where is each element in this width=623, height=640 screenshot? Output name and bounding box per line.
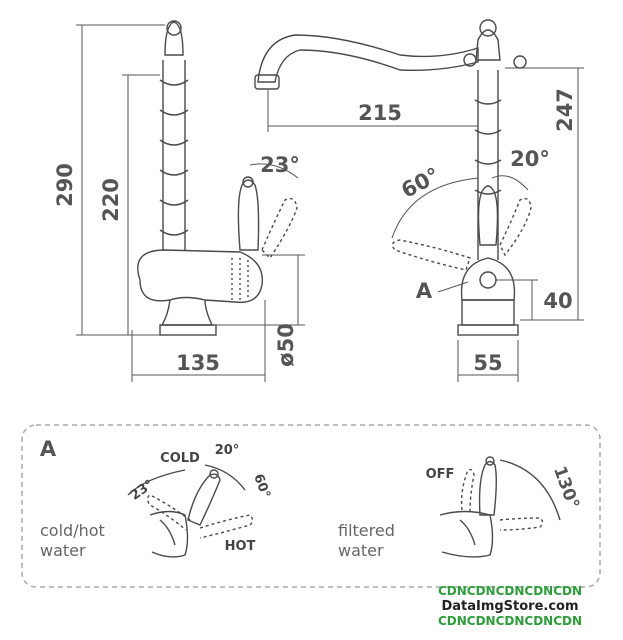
front-base-plate [457,324,519,336]
side-hatch [231,258,249,300]
dim-215: 215 [358,101,402,125]
front-spout [257,34,479,83]
watermark-line1: CDNCDNCDNCDNCDN [438,584,582,598]
detail-hot-label: HOT [225,539,256,554]
watermark-line3: CDNCDNCDNCDNCDN [438,614,582,628]
dim-135: 135 [176,351,220,375]
side-ring-6 [159,229,189,236]
dim-220: 220 [99,178,123,222]
front-finial-ball [479,19,497,37]
side-body [137,249,264,304]
dim-angle-20: 20° [510,147,550,171]
detail-mode-filtered-line2: water [338,541,384,560]
front-view [254,19,532,336]
callout-a: A [416,279,433,303]
detail-filtered-body [439,510,494,558]
dim-angle-23: 23° [260,153,300,177]
detail-coldhot-drawing [127,464,254,558]
detail-angle-23: 23° [128,477,157,503]
front-handle [477,185,499,246]
detail-coldhot-handle [187,473,221,526]
detail-mode-coldhot-line1: cold/hot [40,521,105,540]
front-handle-alt-left [391,239,471,271]
side-base [160,299,214,326]
front-body [460,257,516,301]
dim-290: 290 [53,163,77,207]
detail-coldhot-body [149,510,189,558]
detail-cold-label: COLD [160,451,200,466]
side-ring-2 [159,109,189,116]
detail-filtered-drawing [439,456,561,558]
detail-angle-20: 20° [215,443,240,458]
detail-angle-60: 60° [250,472,273,500]
front-dimensions [267,67,584,382]
side-view [137,20,298,336]
detail-filtered-handle [478,460,497,516]
front-column [477,70,499,260]
side-ring-5 [159,199,189,206]
front-body-circle [479,271,497,289]
detail-mode-filtered-line1: filtered [338,521,395,540]
side-base-plate [159,324,217,336]
detail-mode-coldhot-line2: water [40,541,86,560]
watermark-line2: DataImgStore.com [441,599,578,614]
front-handle-alt-right [499,197,532,257]
front-spout-tip [254,74,280,90]
front-finial [475,29,501,61]
dim-40: 40 [543,289,572,313]
front-base [461,299,515,326]
detail-frame [21,424,601,588]
side-finial-ball [166,20,182,36]
detail-off-label: OFF [426,467,455,482]
dim-55: 55 [473,351,502,375]
side-handle [237,179,260,251]
side-ring-1 [159,79,189,86]
side-ring-3 [159,139,189,146]
dim-247: 247 [553,88,577,132]
detail-section-label: A [40,437,57,461]
front-side-knob-left [463,53,477,67]
side-ring-4 [159,169,189,176]
side-handle-alt [261,197,298,260]
side-dimensions [76,24,305,382]
dim-diameter-50: ø50 [274,323,298,367]
side-handle-cap [242,176,254,188]
front-side-knob-right [513,55,527,69]
dim-angle-60: 60° [397,163,443,203]
side-column [162,60,186,250]
side-finial [164,21,184,56]
